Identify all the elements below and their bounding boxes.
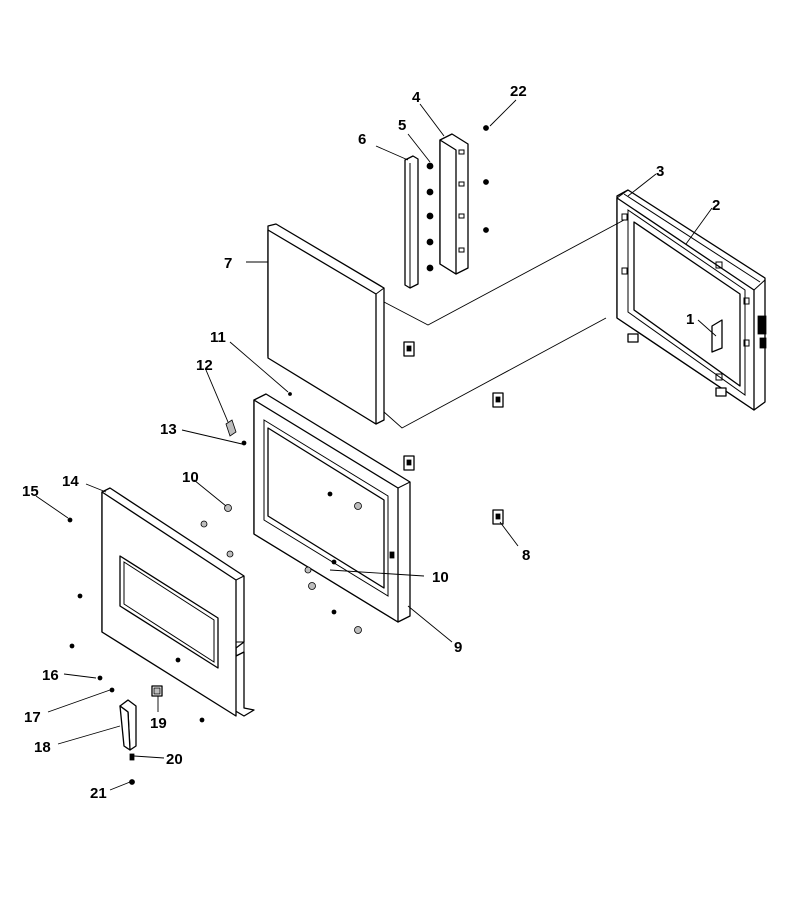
callout-6: 6 (358, 131, 366, 148)
callout-10-upper: 10 (182, 469, 199, 486)
callout-10-lower: 10 (432, 569, 449, 586)
part-4-hinge-bracket (439, 133, 469, 275)
part-13-screw (241, 440, 247, 446)
callout-22: 22 (510, 83, 527, 100)
callout-18: 18 (34, 739, 51, 756)
part-5-screws (426, 162, 434, 272)
part-7-insulation-panel (267, 223, 385, 425)
callout-9: 9 (454, 639, 462, 656)
part-9-inner-door (253, 393, 411, 623)
callout-4: 4 (412, 89, 421, 106)
callout-3: 3 (656, 163, 664, 180)
part-1-hinge-plate (711, 319, 723, 353)
callout-20: 20 (166, 751, 183, 768)
callout-19: 19 (150, 715, 167, 732)
part-12-clip (225, 419, 237, 437)
part-18-handle (119, 699, 137, 751)
part-11-pin (288, 392, 292, 396)
callout-14: 14 (62, 473, 79, 490)
callout-16: 16 (42, 667, 59, 684)
part-10-fasteners (200, 502, 362, 634)
part-3-door-frame (616, 189, 767, 411)
callout-17: 17 (24, 709, 41, 726)
part-6-side-trim (404, 155, 419, 289)
callout-1: 1 (686, 311, 694, 328)
part-22-screws (483, 125, 489, 233)
callout-11: 11 (210, 329, 226, 346)
assembly-guide-lines (383, 219, 625, 429)
part-8-clips (403, 341, 504, 525)
callout-2: 2 (712, 197, 720, 214)
callout-7: 7 (224, 255, 232, 272)
callout-8: 8 (522, 547, 530, 564)
callout-12: 12 (196, 357, 213, 374)
callout-labels: 1 2 3 4 5 6 7 8 9 10 10 11 12 13 14 15 1… (22, 83, 720, 802)
part-14-outer-door (69, 487, 337, 723)
callout-15: 15 (22, 483, 39, 500)
part-19-knob (151, 685, 163, 697)
callout-21: 21 (90, 785, 107, 802)
small-screws (67, 517, 135, 785)
part-20-pin (129, 753, 135, 761)
callout-13: 13 (160, 421, 177, 438)
callout-5: 5 (398, 117, 406, 134)
leader-lines (35, 99, 717, 791)
